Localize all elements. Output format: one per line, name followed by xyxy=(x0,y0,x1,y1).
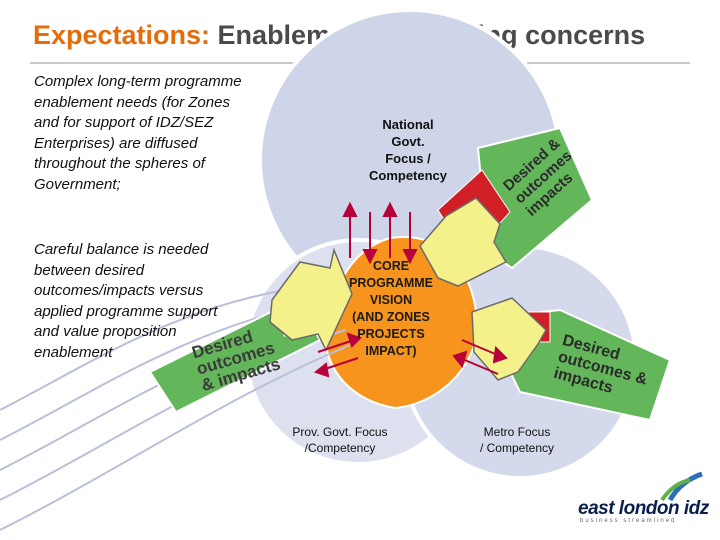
national-line: Competency xyxy=(358,167,458,184)
core-line: IMPACT) xyxy=(336,343,446,360)
core-line: VISION xyxy=(336,292,446,309)
metro-line: Metro Focus xyxy=(462,424,572,440)
logo-text: east london idz xyxy=(578,498,709,520)
national-line: Focus / xyxy=(358,150,458,167)
label-core-programme: CORE PROGRAMME VISION (AND ZONES PROJECT… xyxy=(336,258,446,360)
label-national-govt: National Govt. Focus / Competency xyxy=(358,116,458,184)
east-london-idz-logo: east london idz business streamlined xyxy=(578,472,703,527)
logo-tagline: business streamlined xyxy=(580,518,676,524)
metro-line: / Competency xyxy=(462,440,572,456)
national-line: National xyxy=(358,116,458,133)
core-line: PROJECTS xyxy=(336,326,446,343)
core-line: CORE xyxy=(336,258,446,275)
label-prov-govt: Prov. Govt. Focus /Competency xyxy=(275,424,405,456)
label-metro: Metro Focus / Competency xyxy=(462,424,572,456)
core-line: (AND ZONES xyxy=(336,309,446,326)
paragraph-diffused-needs: Complex long-term programme enablement n… xyxy=(34,72,244,195)
prov-line: Prov. Govt. Focus xyxy=(275,424,405,440)
prov-line: /Competency xyxy=(275,440,405,456)
core-line: PROGRAMME xyxy=(336,275,446,292)
national-line: Govt. xyxy=(358,133,458,150)
